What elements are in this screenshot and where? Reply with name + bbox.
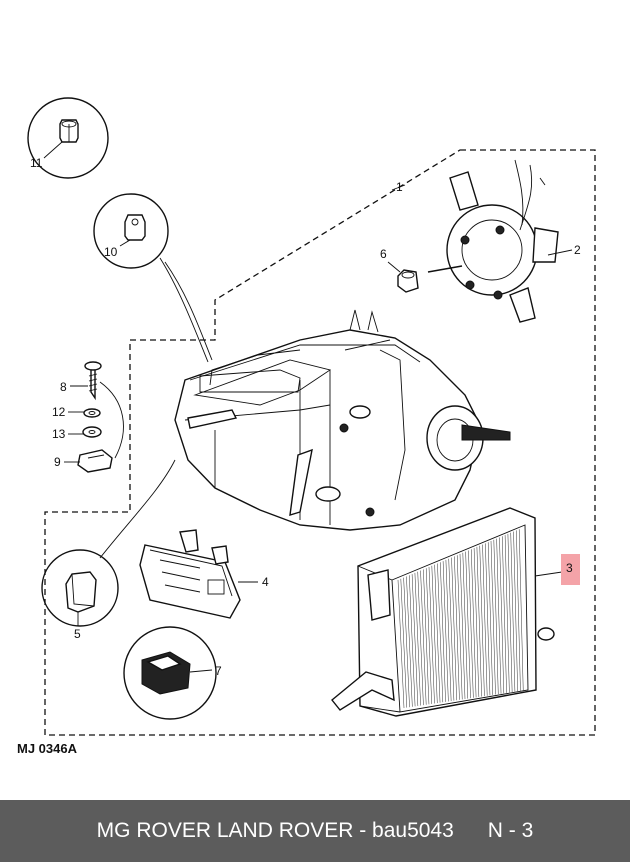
callout-12: 12: [52, 405, 66, 419]
heater-exploded-diagram: 1 2 4 5 6 7 8 9 10 11 12 13: [27, 97, 596, 736]
detail-circle-5: [41, 549, 119, 627]
nut-11: [59, 119, 79, 143]
callout-6: 6: [380, 247, 387, 261]
knob-5: [65, 571, 97, 613]
matrix-fins: [397, 529, 524, 709]
heater-housing-1: [174, 309, 511, 531]
drawing-reference: MJ 0346A: [17, 741, 77, 756]
callout-13: 13: [52, 427, 66, 441]
callout-9: 9: [54, 455, 61, 469]
footer-code: N - 3: [487, 819, 534, 842]
nut-10: [124, 214, 146, 241]
callout-7: 7: [215, 664, 222, 678]
callout-2: 2: [574, 243, 581, 257]
washer-12: [83, 408, 101, 418]
footer-bar: MG ROVER LAND ROVER - bau5043 N - 3: [0, 800, 630, 862]
washer-13: [82, 426, 102, 438]
detail-circle-10: [93, 193, 169, 269]
screw-8: [84, 361, 102, 401]
heater-matrix-3: [331, 507, 555, 717]
callout-8: 8: [60, 380, 67, 394]
callout-10: 10: [104, 245, 118, 259]
assembly-boundary: [44, 149, 596, 736]
callout-11: 11: [30, 156, 43, 170]
clip-9: [77, 449, 113, 473]
footer-title: MG ROVER LAND ROVER - bau5043: [96, 819, 454, 842]
detail-circle-7: [123, 626, 217, 720]
switch-7: [141, 651, 191, 695]
callout-3: 3: [566, 561, 573, 575]
detail-circle-11: [27, 97, 109, 179]
callout-4: 4: [262, 575, 269, 589]
callout-5: 5: [74, 627, 81, 641]
bush-6: [397, 269, 419, 293]
callout-3-highlight: 3: [561, 554, 580, 585]
callout-1: 1: [396, 180, 403, 194]
control-panel-4: [139, 529, 241, 619]
fan-motor-2: [427, 159, 559, 323]
